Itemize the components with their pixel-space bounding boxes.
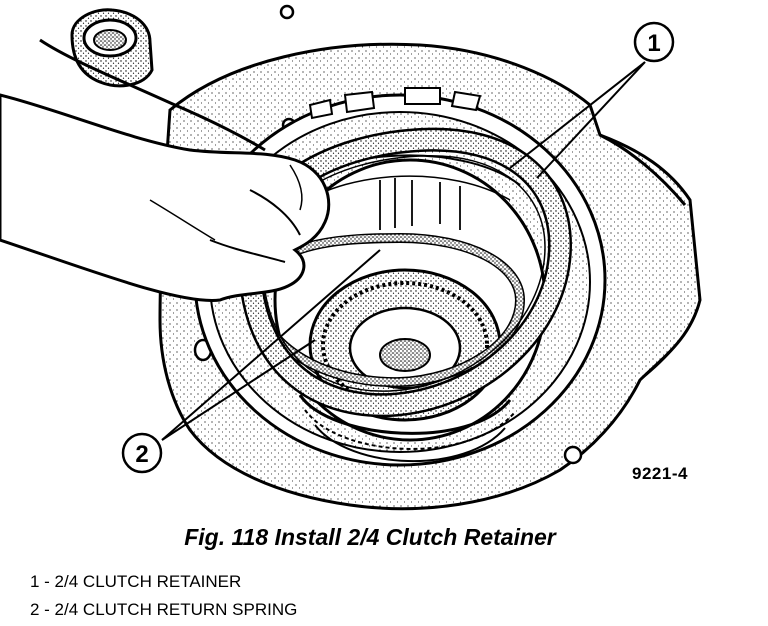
legend-item-2: 2 - 2/4 CLUTCH RETURN SPRING [30, 600, 298, 619]
technician-hand [0, 38, 331, 302]
case-boss [70, 8, 154, 88]
clutch-return-spring [249, 232, 526, 388]
figure-caption: Fig. 118 Install 2/4 Clutch Retainer [184, 524, 556, 550]
callout-2-number: 2 [135, 441, 148, 468]
legend-item-1: 1 - 2/4 CLUTCH RETAINER [30, 572, 242, 591]
clutch-retainer [237, 127, 573, 418]
callout-1: 1 [509, 21, 675, 179]
parts-legend: 1 - 2/4 CLUTCH RETAINER 2 - 2/4 CLUTCH R… [30, 568, 297, 624]
clutch-pack [298, 394, 516, 462]
callout-2: 2 [121, 249, 381, 474]
figure-reference-code: 9221-4 [632, 464, 688, 483]
clutch-retainer-illustration: 1 2 [0, 4, 702, 511]
callout-1-number: 1 [647, 30, 660, 57]
